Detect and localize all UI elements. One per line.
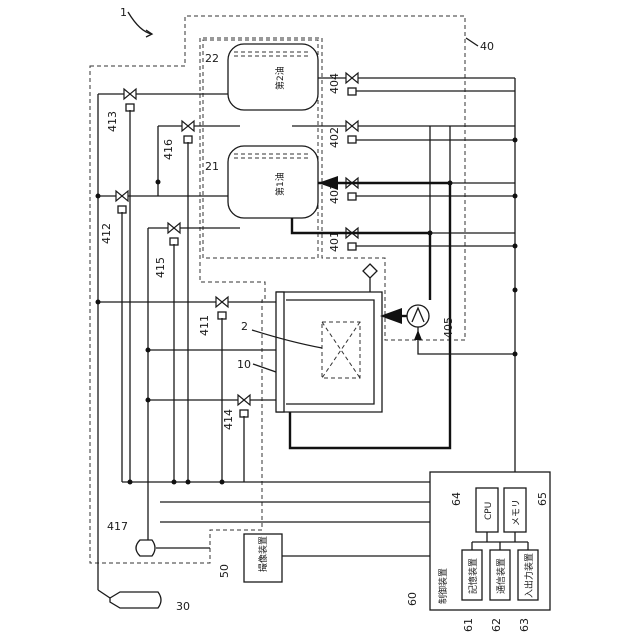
valve-415-icon xyxy=(168,223,180,233)
junction xyxy=(96,194,101,199)
sensor-diamond xyxy=(363,264,377,278)
junction xyxy=(513,138,518,143)
label-412: 412 xyxy=(100,223,113,244)
label-63: 63 xyxy=(518,618,531,632)
junction xyxy=(146,398,151,403)
valve-402-actuator xyxy=(348,136,356,143)
valve-413-actuator xyxy=(126,104,134,111)
vessel-10-inner xyxy=(286,300,374,404)
valve-416-icon xyxy=(182,121,194,131)
label-22: 22 xyxy=(205,52,219,65)
tank-22 xyxy=(228,44,318,110)
junction xyxy=(172,480,177,485)
valve-401-actuator xyxy=(348,243,356,250)
label-21: 21 xyxy=(205,160,219,173)
junction xyxy=(513,288,518,293)
valve-412-actuator xyxy=(118,206,126,213)
storage-label: 記憶装置 xyxy=(467,558,479,594)
valve-415-actuator xyxy=(170,238,178,245)
tank-1-outlet xyxy=(292,218,430,300)
valve-416-actuator xyxy=(184,136,192,143)
label-30: 30 xyxy=(176,600,190,613)
valve-414-actuator xyxy=(240,410,248,417)
vessel-10-lid xyxy=(276,292,284,412)
label-60: 60 xyxy=(406,592,419,606)
valve-403-actuator xyxy=(348,193,356,200)
gas-bottle-30-icon xyxy=(110,592,161,608)
label-10: 10 xyxy=(237,358,251,371)
valve-411-actuator xyxy=(218,312,226,319)
valve-404-actuator xyxy=(348,88,356,95)
junction xyxy=(96,300,101,305)
valve-411-icon xyxy=(216,297,228,307)
control-device-label: 制御装置 xyxy=(437,568,449,604)
tank-21-label: 第1油 xyxy=(274,172,286,196)
label-416: 416 xyxy=(162,139,175,160)
imaging-device-label: 撮像装置 xyxy=(257,536,269,572)
workpiece-2-cross xyxy=(322,322,360,378)
junction xyxy=(156,180,161,185)
leader-10 xyxy=(253,364,276,372)
valve-412-icon xyxy=(116,191,128,201)
pump-control-arrow xyxy=(414,330,422,340)
communication-label: 通信装置 xyxy=(495,558,507,594)
label-50: 50 xyxy=(218,564,231,578)
junction xyxy=(220,480,225,485)
valve-413-icon xyxy=(124,89,136,99)
bottle-pipe xyxy=(98,590,110,598)
junction xyxy=(448,181,453,186)
valve-414-icon xyxy=(238,395,250,405)
label-2: 2 xyxy=(241,320,248,333)
io-label: 入出力装置 xyxy=(523,553,535,598)
junction xyxy=(513,244,518,249)
valve-402-icon xyxy=(346,121,358,131)
label-414: 414 xyxy=(222,409,235,430)
pump-control xyxy=(418,327,515,354)
leader-2 xyxy=(252,330,322,348)
valve-404-icon xyxy=(346,73,358,83)
junction xyxy=(513,352,518,357)
label-413: 413 xyxy=(106,111,119,132)
tank-22-label: 第2油 xyxy=(274,66,286,90)
label-417: 417 xyxy=(107,520,128,533)
junction xyxy=(186,480,191,485)
pump-417-icon xyxy=(136,540,155,556)
label-415: 415 xyxy=(154,257,167,278)
junction xyxy=(128,480,133,485)
memory-label: メモリ xyxy=(512,499,522,526)
label-405: 405 xyxy=(442,317,455,338)
label-61: 61 xyxy=(462,618,475,632)
label-404: 404 xyxy=(328,73,341,94)
label-402: 402 xyxy=(328,127,341,148)
label-40: 40 xyxy=(480,40,494,53)
label-64: 64 xyxy=(450,492,463,506)
cpu-label: CPU xyxy=(484,502,494,520)
vessel-10-outer xyxy=(276,292,382,412)
leader-40 xyxy=(466,38,478,46)
junction xyxy=(513,194,518,199)
junction xyxy=(428,231,433,236)
flow-arrow-pump xyxy=(380,308,402,324)
system-number: 1 xyxy=(120,6,127,19)
system-leader xyxy=(128,12,152,34)
tank-21 xyxy=(228,146,318,218)
label-62: 62 xyxy=(490,618,503,632)
label-65: 65 xyxy=(536,492,549,506)
label-411: 411 xyxy=(198,315,211,336)
junction xyxy=(146,348,151,353)
